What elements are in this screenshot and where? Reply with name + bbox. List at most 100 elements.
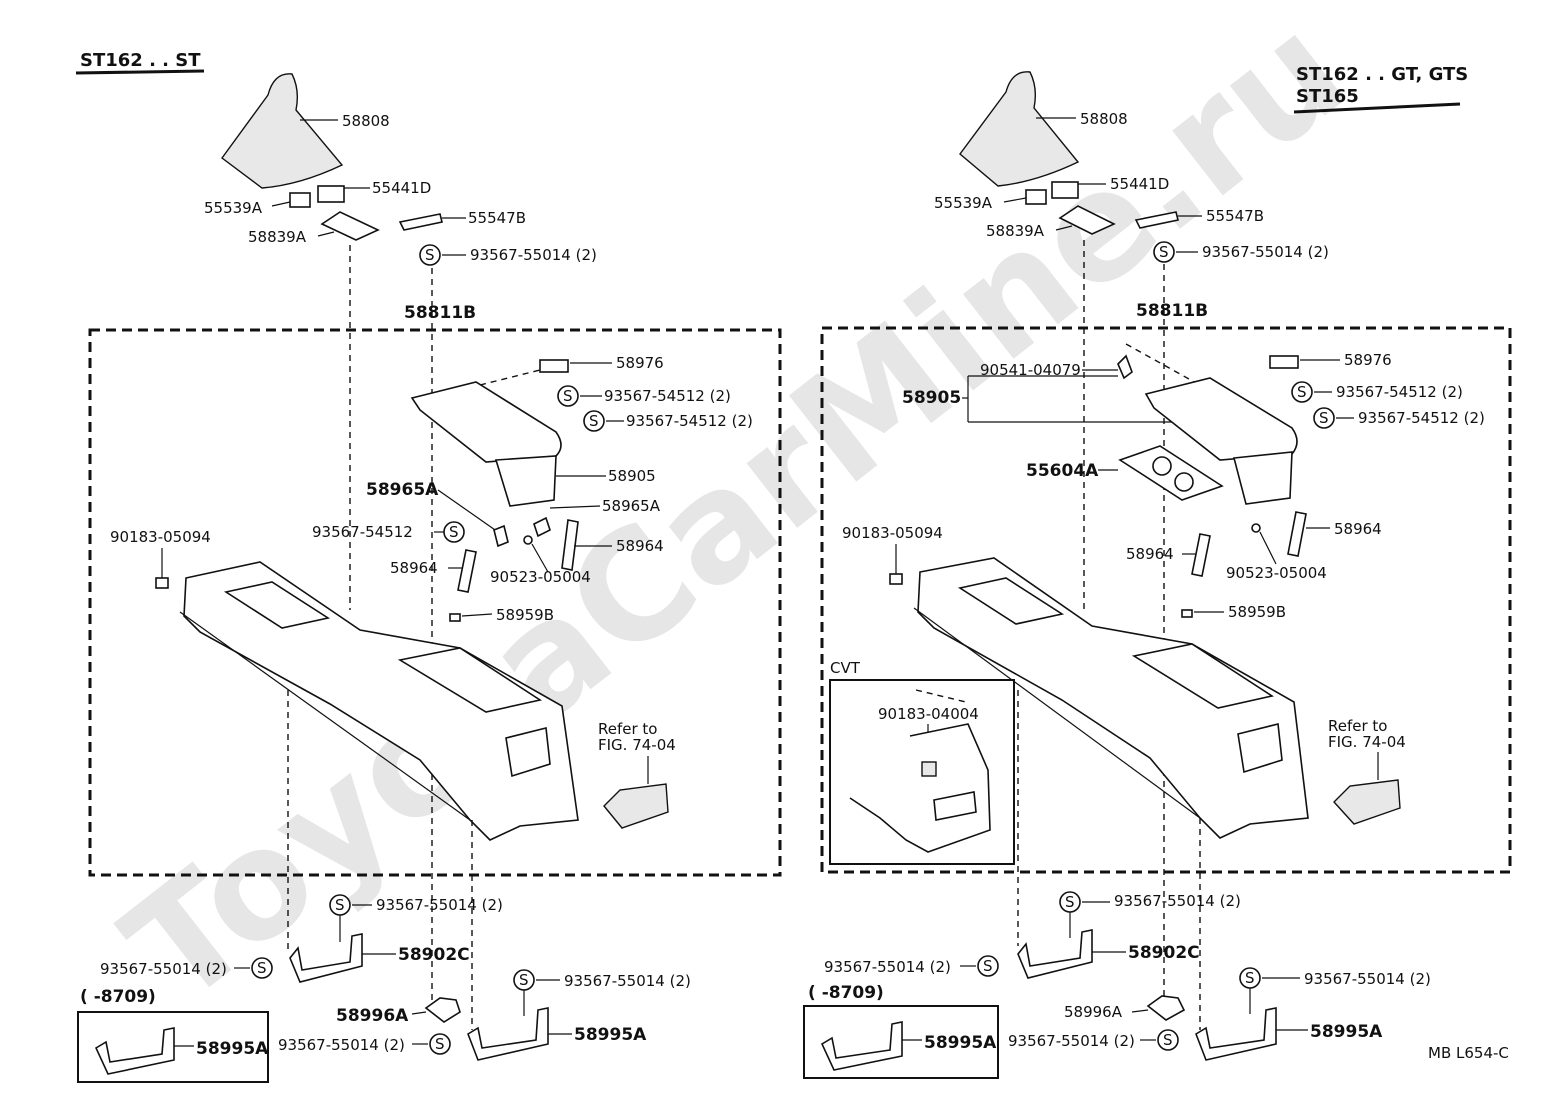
svg-text:S: S: [1297, 383, 1307, 401]
label-console-assy: 58811B: [404, 303, 476, 323]
left-header: ST162 . . ST: [80, 50, 201, 71]
right-label-bracket-c: 58902C: [1128, 943, 1200, 963]
cvt-switch: [933, 791, 977, 821]
label-cushion: 58959B: [496, 606, 554, 624]
svg-text:S: S: [519, 971, 529, 989]
label-rod-2: 58964: [390, 559, 438, 577]
right-label-screw-4: 93567-55014 (2): [1114, 892, 1241, 910]
right-label-hole-cover: 55539A: [934, 194, 993, 212]
bracket-b: [398, 213, 443, 231]
right-ashtray-part: [1333, 779, 1401, 825]
right-rod-2: [1191, 533, 1211, 577]
ashtray-part: [603, 783, 669, 829]
right-armrest-lid: [1144, 377, 1298, 461]
right-console-ashtray: [1237, 723, 1283, 774]
right-screw-1-icon: [1291, 381, 1313, 403]
right-header-1: ST162 . . GT, GTS: [1296, 64, 1468, 85]
right-label-screw-2: 93567-54512 (2): [1358, 409, 1485, 427]
right-console-box-opening: [1131, 643, 1275, 709]
right-bracket-c: [1017, 929, 1093, 979]
right-screw-5-icon: [977, 955, 999, 977]
right-label-console-assy: 58811B: [1136, 301, 1208, 321]
right-cover-a: [1058, 205, 1116, 235]
console-shifter-opening: [223, 581, 331, 629]
right-label-screw-7: 93567-55014 (2): [1008, 1032, 1135, 1050]
left-diagram: ST162 . . ST 58808 55441D 55539A 55547B …: [75, 50, 782, 1083]
right-inset-box: [803, 1005, 999, 1079]
right-assembly-box: [820, 326, 1512, 874]
right-label-bracket-a: 58995A: [1310, 1022, 1383, 1042]
rod-1: [561, 519, 579, 571]
label-bracket-a: 58995A: [574, 1025, 647, 1045]
right-label-bracket-b: 55547B: [1206, 207, 1264, 225]
right-label-clip-1: 90523-05004: [1226, 564, 1327, 582]
cvt-clip: [921, 761, 937, 777]
plate-d: [317, 185, 345, 203]
right-header-2: ST165: [1296, 86, 1359, 107]
right-shift-boot: [959, 71, 1080, 187]
latch-a2: [533, 516, 551, 538]
right-label-screw-1: 93567-54512 (2): [1336, 383, 1463, 401]
label-plate-d: 55441D: [372, 179, 431, 197]
label-screw-2: 93567-54512 (2): [626, 412, 753, 430]
label-armrest: 58905: [608, 467, 656, 485]
cvt-inset-box: [829, 679, 1015, 865]
right-label-refer-1: Refer to: [1328, 717, 1387, 735]
svg-text:S: S: [435, 1035, 445, 1053]
console-ashtray: [505, 727, 551, 778]
shift-boot: [221, 73, 344, 189]
svg-text:S: S: [563, 387, 573, 405]
label-refer-1: Refer to: [598, 720, 657, 738]
right-label-cushion: 58959B: [1228, 603, 1286, 621]
right-label-clip-0: 90183-05094: [842, 524, 943, 542]
cvt-panel: [849, 723, 991, 853]
label-date-range: ( -8709): [80, 987, 156, 1007]
right-header-underline: [1293, 102, 1461, 114]
right-screw-top-icon: [1153, 241, 1175, 263]
label-hole-cover: 55539A: [204, 199, 263, 217]
left-assembly-box: [88, 328, 782, 877]
right-label-plate-d: 55441D: [1110, 175, 1169, 193]
svg-text:S: S: [589, 412, 599, 430]
svg-text:S: S: [1163, 1031, 1173, 1049]
right-rod-1: [1287, 511, 1307, 557]
cover-a: [320, 211, 380, 241]
latch-a1: [493, 524, 509, 548]
right-clip-a: [1117, 354, 1133, 380]
label-hinge: 58976: [616, 354, 664, 372]
right-screw-7-icon: [1157, 1029, 1179, 1051]
label-clip-0: 90183-05094: [110, 528, 211, 546]
right-label-armrest: 58905: [902, 388, 961, 408]
right-bracket-a: [1195, 1007, 1277, 1061]
clip-0: [155, 577, 169, 589]
right-diagram: ST162 . . GT, GTS ST165 58808 55441D 555…: [803, 64, 1512, 1079]
label-screw-7: 93567-55014 (2): [278, 1036, 405, 1054]
screw-5-icon: [251, 957, 273, 979]
right-label-cover-a: 58839A: [986, 222, 1045, 240]
right-console-body: [917, 557, 1309, 839]
rod-2: [457, 549, 477, 593]
svg-text:S: S: [1159, 243, 1169, 261]
armrest-lid: [410, 381, 562, 463]
right-label-screw-top: 93567-55014 (2): [1202, 243, 1329, 261]
right-label-date-range: ( -8709): [808, 983, 884, 1003]
bracket-c: [289, 933, 363, 983]
right-label-screw-5: 93567-55014 (2): [824, 958, 951, 976]
label-latch-a1: 58965A: [366, 480, 439, 500]
right-inset-bracket: [820, 1021, 903, 1071]
right-label-refer-2: FIG. 74-04: [1328, 733, 1406, 751]
right-label-cup-holder: 55604A: [1026, 461, 1099, 481]
right-bracket-b: [1134, 211, 1179, 229]
label-refer-2: FIG. 74-04: [598, 736, 676, 754]
label-screw-3: 93567-54512: [312, 523, 413, 541]
screw-7-icon: [429, 1033, 451, 1055]
inset-bracket: [94, 1027, 175, 1075]
svg-text:S: S: [983, 957, 993, 975]
screw-top-icon: [419, 244, 441, 266]
left-header-underline: [75, 69, 205, 75]
right-label-shift-boot: 58808: [1080, 110, 1128, 128]
right-clip-1: [1251, 523, 1261, 533]
right-label-rod-2: 58964: [1126, 545, 1174, 563]
